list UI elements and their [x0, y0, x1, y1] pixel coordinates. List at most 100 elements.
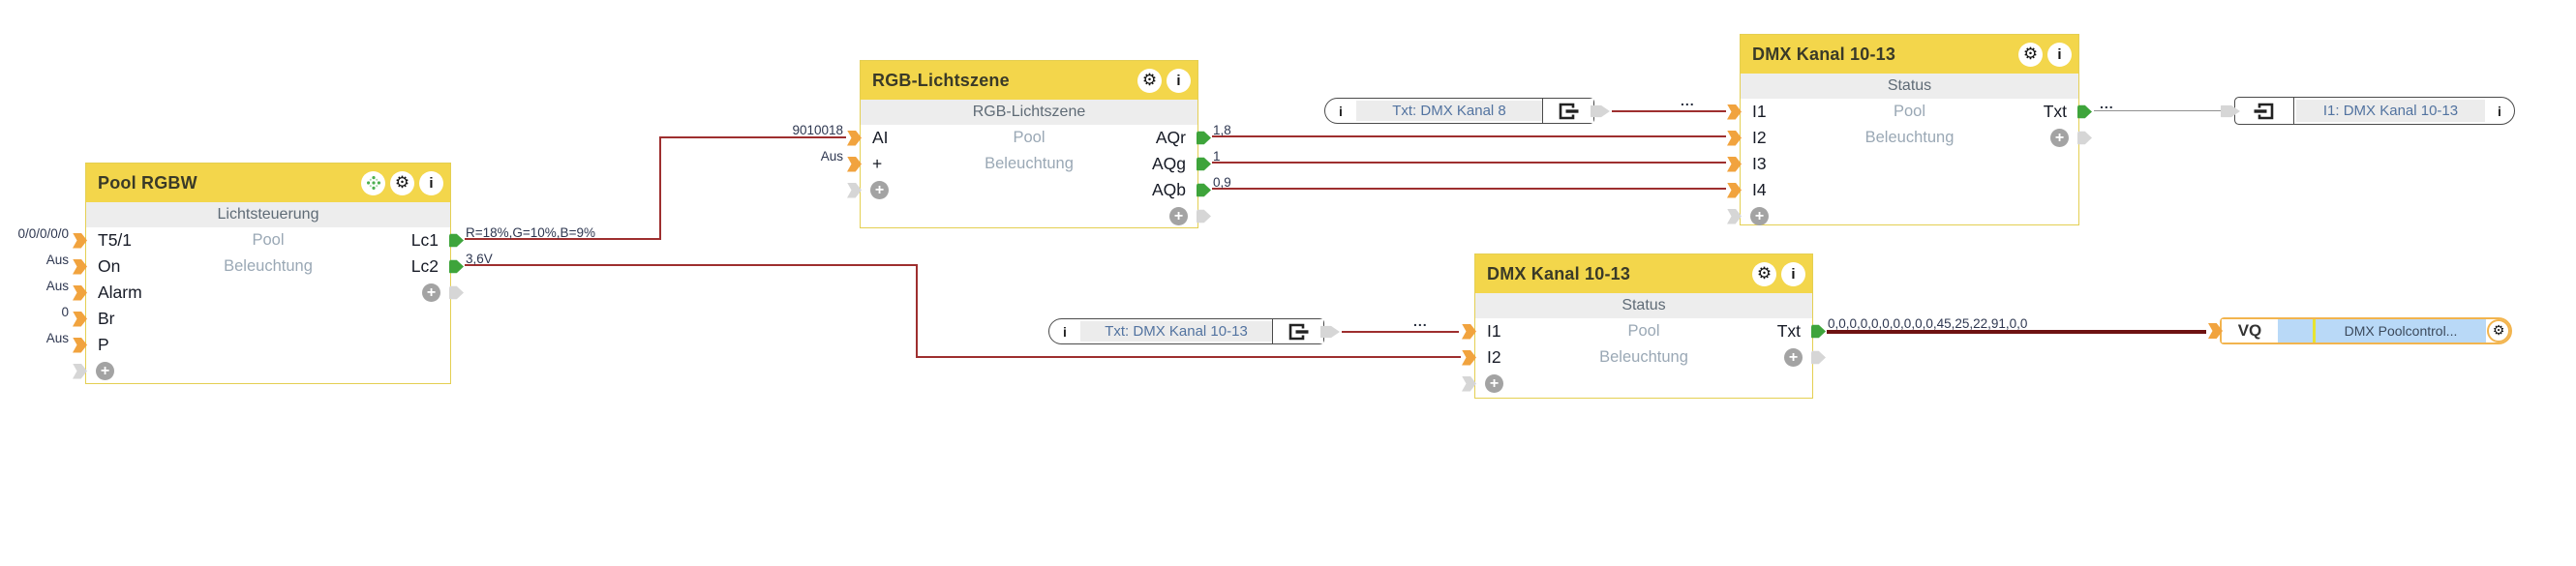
wire-lc2-to-i2[interactable]	[916, 356, 1461, 358]
output-pin[interactable]	[449, 259, 464, 274]
gear-icon[interactable]: ⚙	[1137, 68, 1162, 93]
input-label: On	[98, 256, 121, 276]
block-subtitle: RGB-Lichtszene	[861, 100, 1197, 125]
output-value: 3,6V	[466, 252, 493, 266]
output-pin[interactable]	[1811, 324, 1826, 339]
output-label: Txt	[1776, 321, 1801, 341]
input-label: P	[98, 335, 109, 354]
block-title: DMX Kanal 10-13	[1752, 44, 1896, 64]
wire-txt-to-vq[interactable]	[1827, 330, 2206, 334]
block-header[interactable]: Pool RGBW ⚙ i	[86, 164, 450, 202]
move-handle-icon[interactable]	[361, 170, 385, 195]
input-pin[interactable]	[1727, 182, 1742, 198]
wire-lc1-to-ai[interactable]	[659, 136, 661, 240]
vq-yellow-divider	[2313, 319, 2316, 343]
add-input-pin[interactable]	[847, 182, 862, 198]
input-pin[interactable]	[847, 156, 862, 172]
input-pin[interactable]	[73, 232, 87, 249]
connector-nub[interactable]	[2221, 104, 2240, 118]
add-output-pin[interactable]	[1811, 350, 1826, 365]
input-pin[interactable]	[847, 130, 862, 146]
input-pin[interactable]	[73, 337, 87, 353]
block-title: RGB-Lichtszene	[872, 70, 1010, 90]
wire-txt-dmx8-to-i1[interactable]	[1612, 110, 1726, 112]
gear-icon[interactable]: ⚙	[390, 170, 414, 195]
add-input-pin[interactable]	[1462, 375, 1476, 392]
output-value: 0,9	[1213, 175, 1231, 190]
input-pin[interactable]	[2208, 323, 2223, 339]
output-pin[interactable]	[1197, 183, 1211, 197]
block-header[interactable]: DMX Kanal 10-13 ⚙ i	[1741, 35, 2078, 74]
input-value: Aus	[45, 253, 69, 267]
block-room-label: Pool Beleuchtung	[1864, 103, 1955, 146]
input-pin[interactable]	[73, 284, 87, 301]
input-label: I2	[1752, 128, 1767, 147]
input-value: 0/0/0/0/0	[17, 226, 69, 241]
gear-icon[interactable]: ⚙	[2487, 319, 2510, 343]
function-block-dmx-kanal-10-13-bottom[interactable]: DMX Kanal 10-13 ⚙ i Status Pool Beleucht…	[1462, 253, 2027, 399]
add-output-pin[interactable]	[2077, 131, 2092, 145]
memory-flag-i1-dmx-kanal-10-13[interactable]: I1: DMX Kanal 10-13 i	[2221, 97, 2515, 125]
info-icon[interactable]: i	[2047, 42, 2072, 67]
connector-nub[interactable]	[1591, 104, 1610, 118]
add-input-button[interactable]: +	[1750, 207, 1769, 225]
wire-aqg-to-i3[interactable]	[1212, 162, 1726, 164]
input-value: 0	[61, 305, 69, 319]
function-block-rgb-lichtszene[interactable]: RGB-Lichtszene ⚙ i RGB-Lichtszene Pool B…	[792, 60, 1231, 228]
output-value: 0,0,0,0,0,0,0,0,0,0,45,25,22,91,0,0	[1828, 316, 2028, 331]
input-pin[interactable]	[1727, 156, 1742, 172]
input-pin[interactable]	[1727, 130, 1742, 146]
block-header[interactable]: DMX Kanal 10-13 ⚙ i	[1475, 254, 1812, 293]
connector-nub[interactable]	[1320, 325, 1340, 339]
input-label: T5/1	[98, 230, 133, 250]
info-icon[interactable]: i	[2498, 103, 2501, 119]
function-block-pool-rgbw[interactable]: Pool RGBW ⚙ i Lichtsteuerung Pool Beleuc…	[17, 163, 595, 384]
input-pin[interactable]	[73, 311, 87, 327]
info-icon[interactable]: i	[419, 170, 443, 195]
info-icon[interactable]: i	[1167, 68, 1191, 93]
input-pin[interactable]	[1462, 323, 1476, 340]
vq-output-dmx-poolcontrol[interactable]: VQ DMX Poolcontrol... ⚙	[2208, 317, 2512, 344]
block-header[interactable]: RGB-Lichtszene ⚙ i	[861, 61, 1197, 100]
info-icon[interactable]: i	[1781, 261, 1805, 286]
input-connector-txt-dmx-kanal-10-13[interactable]: i Txt: DMX Kanal 10-13	[1048, 318, 1340, 344]
input-pin[interactable]	[73, 258, 87, 275]
add-output-button[interactable]: +	[1169, 207, 1188, 225]
add-input-button[interactable]: +	[96, 362, 114, 380]
add-output-button[interactable]: +	[422, 283, 440, 302]
output-pin[interactable]	[1197, 131, 1211, 145]
wire-aqr-to-i2[interactable]	[1212, 135, 1726, 137]
input-label: I2	[1487, 347, 1501, 367]
input-connector-txt-dmx-kanal-8[interactable]: i Txt: DMX Kanal 8	[1324, 98, 1610, 124]
block-room-label: Pool Beleuchtung	[224, 231, 313, 275]
wire-lc2-to-i2[interactable]	[465, 264, 917, 266]
output-label: Txt	[2043, 102, 2067, 121]
output-pin[interactable]	[449, 233, 464, 248]
gear-icon[interactable]: ⚙	[1752, 261, 1776, 286]
wire-aqb-to-i4[interactable]	[1212, 188, 1726, 190]
input-label: I1	[1752, 102, 1767, 121]
info-icon[interactable]: i	[1339, 103, 1343, 119]
gear-icon[interactable]: ⚙	[2018, 42, 2043, 67]
wire-lc2-to-i2[interactable]	[916, 264, 918, 357]
wire-txt-dmx1013-to-i1[interactable]	[1342, 331, 1459, 333]
function-block-dmx-kanal-10-13-top[interactable]: DMX Kanal 10-13 ⚙ i Status Pool Beleucht…	[1727, 34, 2113, 225]
wire-value-ellipsis: ...	[1413, 313, 1428, 329]
input-pin[interactable]	[1727, 104, 1742, 120]
output-pin[interactable]	[2077, 104, 2092, 119]
input-pin[interactable]	[1462, 349, 1476, 366]
add-input-button[interactable]: +	[870, 181, 889, 199]
add-output-pin[interactable]	[1197, 209, 1211, 223]
add-output-pin[interactable]	[449, 285, 464, 300]
wire-lc1-to-ai[interactable]	[465, 238, 660, 240]
add-input-pin[interactable]	[1727, 208, 1742, 224]
add-input-button[interactable]: +	[1485, 374, 1503, 393]
wire-lc1-to-ai[interactable]	[659, 136, 846, 138]
add-input-pin[interactable]	[73, 363, 87, 379]
wire-txt-to-flag[interactable]	[2094, 110, 2221, 111]
output-pin[interactable]	[1197, 157, 1211, 171]
add-output-button[interactable]: +	[1784, 348, 1803, 367]
info-icon[interactable]: i	[1063, 323, 1067, 340]
add-output-button[interactable]: +	[2050, 129, 2069, 147]
